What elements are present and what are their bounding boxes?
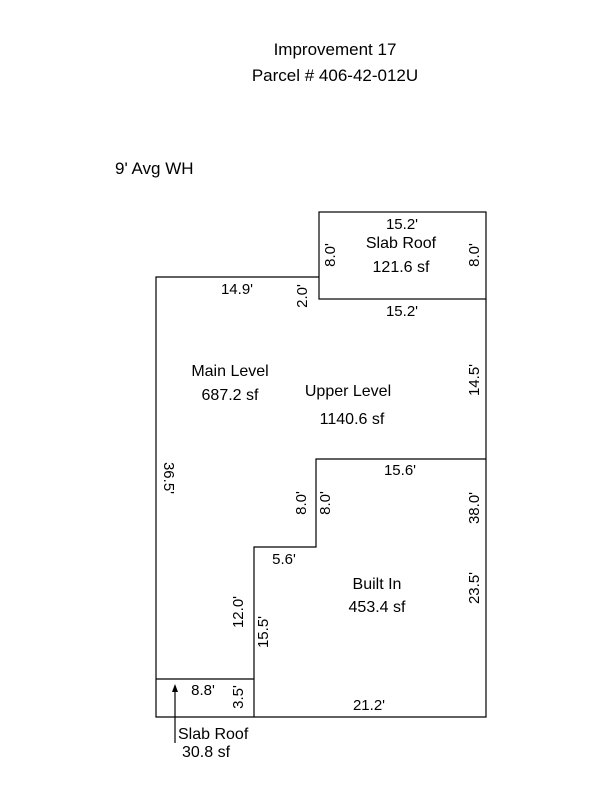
dim-slab-bottom-width: 15.2' — [386, 303, 418, 320]
main-level-outline — [155, 276, 487, 718]
dim-slab-small-height: 3.5' — [230, 685, 247, 709]
parcel-number: Parcel # 406-42-012U — [252, 66, 418, 85]
dim-main-left-height: 36.5' — [160, 462, 177, 494]
dim-slab-right-height: 8.0' — [466, 243, 483, 267]
dim-built-in-right-height-outer: 38.0' — [466, 492, 483, 524]
slab-roof-top-outline — [318, 211, 487, 300]
improvement-title: Improvement 17 — [274, 40, 397, 59]
built-in-name: Built In — [353, 576, 402, 593]
dim-slab-top-width: 15.2' — [386, 216, 418, 233]
main-level-area: 687.2 sf — [202, 387, 259, 404]
dim-slab-left-height: 8.0' — [322, 243, 339, 267]
slab-roof-top-area: 121.6 sf — [373, 259, 430, 276]
slab-roof-bottom-name: Slab Roof — [178, 726, 249, 743]
dim-built-in-left-height: 15.5' — [255, 616, 272, 648]
dim-step-inner-height-left: 8.0' — [293, 491, 310, 515]
slab-roof-bottom-area: 30.8 sf — [182, 744, 231, 761]
dim-lower-left-height: 12.0' — [230, 596, 247, 628]
main-level-name: Main Level — [191, 363, 268, 380]
wall-height-note: 9' Avg WH — [115, 159, 194, 178]
built-in-top-outline — [253, 458, 486, 717]
dim-step-inner-height-right: 8.0' — [317, 491, 334, 515]
dim-step-width: 5.6' — [272, 551, 296, 568]
upper-level-name: Upper Level — [305, 383, 391, 400]
slab-roof-top-name: Slab Roof — [366, 235, 437, 252]
dim-main-top-width: 14.9' — [221, 281, 253, 298]
dim-built-in-right-height-inner: 23.5' — [466, 572, 483, 604]
slab-roof-pointer-arrowhead — [172, 684, 178, 692]
dim-upper-right-height: 14.5' — [466, 364, 483, 396]
upper-level-area: 1140.6 sf — [320, 411, 385, 428]
dim-bottom-width: 21.2' — [353, 697, 385, 714]
dim-built-in-top-width: 15.6' — [384, 462, 416, 479]
dim-main-step-height: 2.0' — [294, 284, 311, 308]
dim-slab-small-width: 8.8' — [191, 682, 215, 699]
built-in-area: 453.4 sf — [349, 599, 406, 616]
